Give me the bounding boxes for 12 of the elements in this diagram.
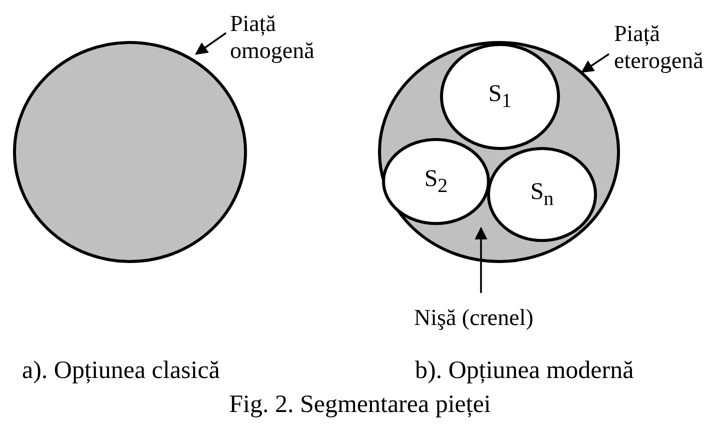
callout-text: Piață eterogenă bbox=[614, 20, 704, 74]
segment-label: S$_{2}$ bbox=[424, 166, 448, 192]
callout-text: Nişă (crenel) bbox=[414, 304, 534, 331]
segment-label: S$_{n}$ bbox=[530, 178, 554, 205]
segment-label: S$_{1}$ bbox=[488, 80, 512, 107]
option-label: b). Opțiunea modernă bbox=[415, 357, 634, 385]
figure-caption: Fig. 2. Segmentarea pieței bbox=[228, 391, 492, 419]
option-label: a). Opțiunea clasică bbox=[22, 357, 220, 385]
leader-arrow bbox=[580, 53, 610, 73]
leader-arrow bbox=[194, 32, 227, 55]
leader-arrow bbox=[474, 226, 488, 293]
callout-text: Piață omogenă bbox=[230, 10, 316, 64]
